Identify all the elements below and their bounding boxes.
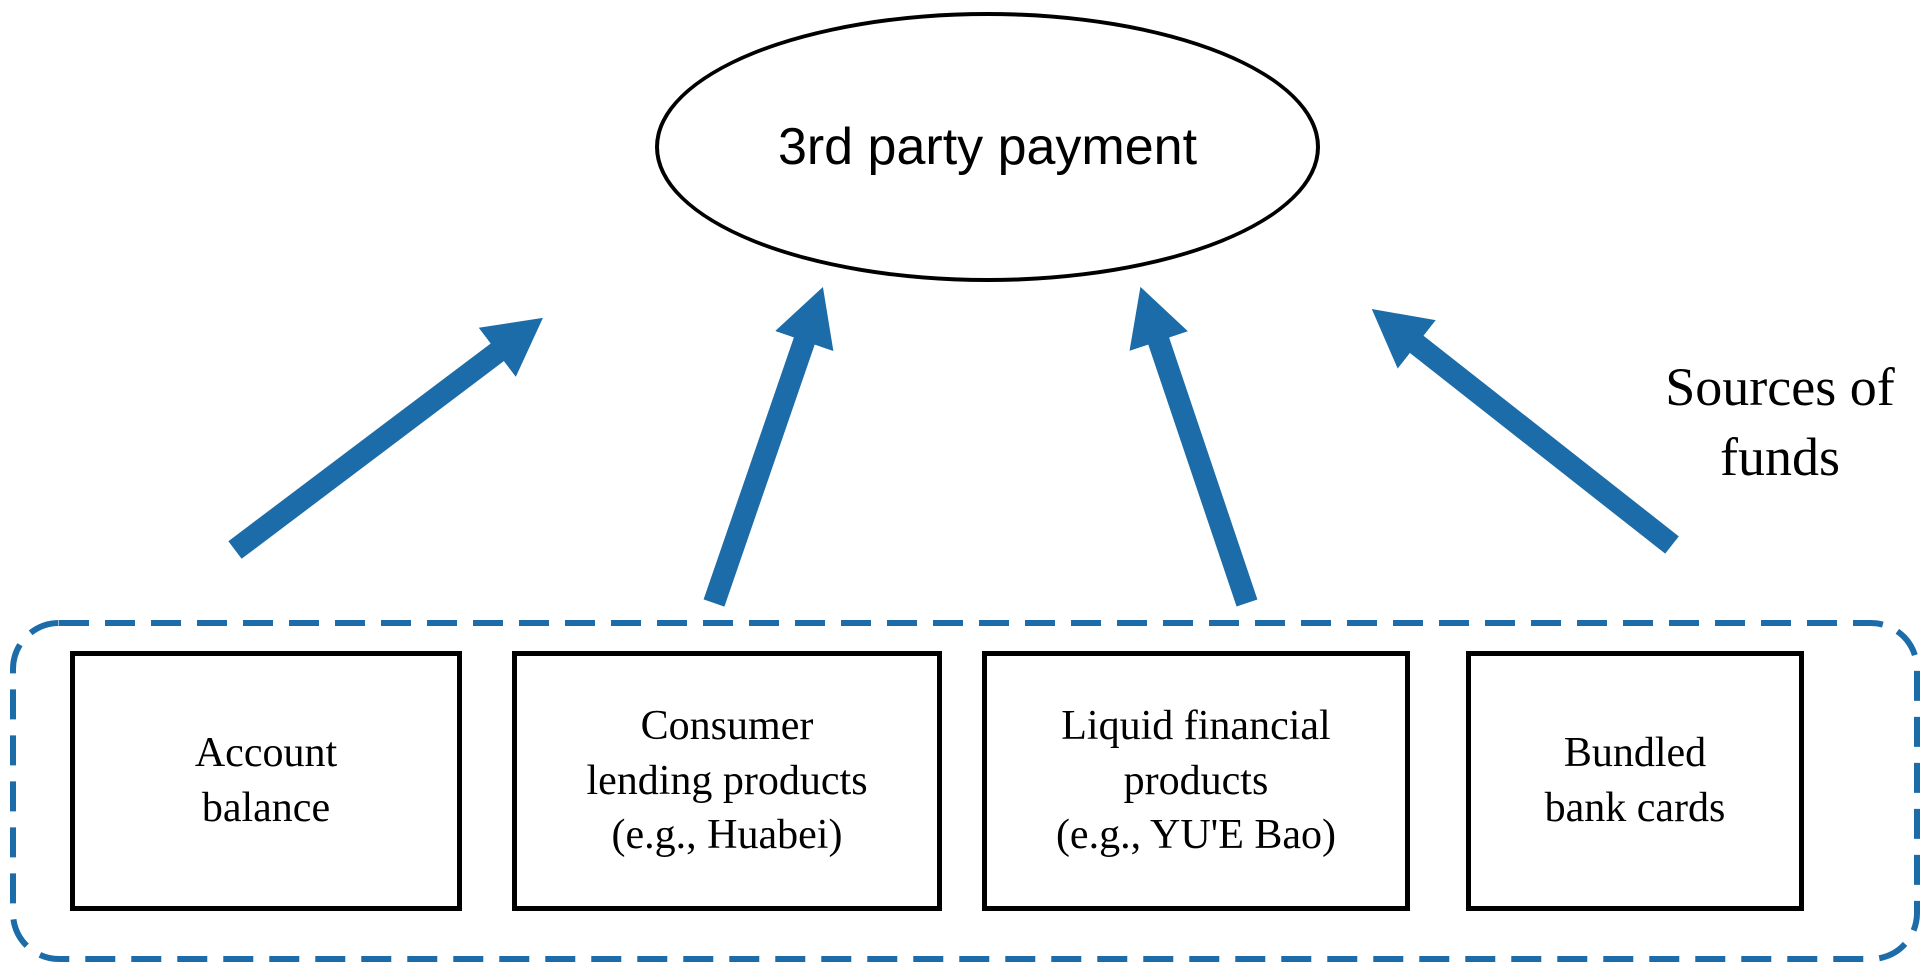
third-party-payment-label: 3rd party payment — [777, 118, 1198, 176]
source-box-consumer-lending: Consumer lending products (e.g., Huabei) — [512, 651, 942, 911]
arrow-from-liquid-financial — [1129, 286, 1258, 607]
source-box-liquid-financial: Liquid financial products (e.g., YU'E Ba… — [982, 651, 1410, 911]
third-party-payment-node: 3rd party payment — [655, 12, 1320, 282]
source-box-bundled-bank-cards: Bundled bank cards — [1466, 651, 1804, 911]
sources-of-funds-label: Sources of funds — [1665, 357, 1895, 488]
arrow-from-consumer-lending — [703, 287, 834, 607]
arrow-from-account-balance — [228, 317, 543, 559]
source-box-account-balance: Account balance — [70, 651, 462, 911]
